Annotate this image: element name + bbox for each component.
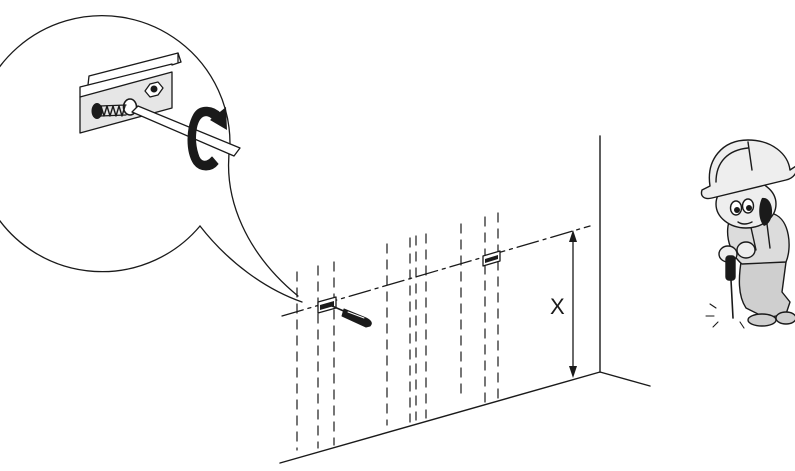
nut-icon (144, 81, 164, 98)
wall-bracket-right (482, 250, 501, 267)
magnifier-callout-icon (0, 15, 303, 303)
dimension-arrow-bottom (569, 366, 577, 378)
callout-leader-lower (199, 225, 303, 303)
wall-studs (296, 212, 499, 451)
worker-shoe (747, 313, 777, 327)
callout-leader-upper (227, 144, 299, 297)
worker-shoe (775, 311, 795, 325)
bracket-lip (79, 52, 182, 98)
screwdriver-detail-icon (131, 105, 241, 157)
dimension-arrow-top (569, 230, 577, 242)
wall-bracket-left (317, 296, 337, 314)
wall (279, 135, 651, 464)
height-dimension (569, 230, 577, 378)
screwdriver-icon (331, 305, 372, 328)
floor-side-line (599, 371, 651, 387)
worker-screwdriver-handle (725, 255, 736, 281)
hard-hat-icon (700, 139, 795, 200)
worker-screwdriver-shaft (730, 279, 734, 319)
dimension-label: X (550, 294, 565, 319)
bracket-detail-icon (79, 52, 182, 134)
rotation-arrow-icon (187, 106, 227, 171)
floor-line (279, 371, 601, 464)
construction-worker-icon (700, 139, 795, 329)
worker-hand (736, 241, 756, 259)
worker-legs (738, 255, 791, 319)
